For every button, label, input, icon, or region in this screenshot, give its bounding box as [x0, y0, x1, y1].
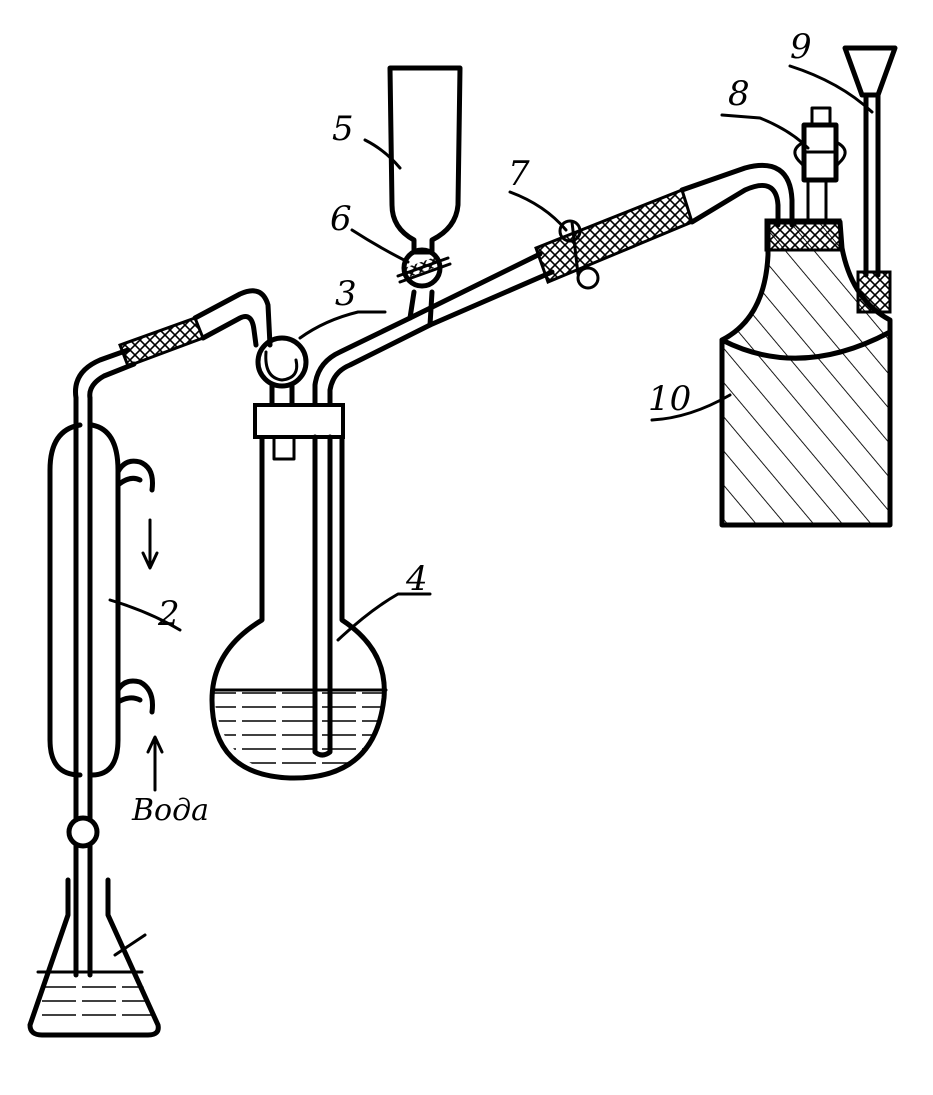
rubber-joint-right: [534, 188, 694, 290]
reaction-flask: [209, 403, 388, 781]
label-2: 2: [157, 594, 180, 634]
label-9: 9: [790, 27, 812, 67]
gas-generator: [719, 178, 893, 528]
label-10: 10: [648, 379, 691, 419]
stopcock: [793, 106, 847, 183]
receiving-flask: [27, 877, 161, 1038]
label-5: 5: [332, 109, 354, 149]
condenser: [47, 422, 164, 792]
dropping-funnel: [387, 65, 463, 289]
label-8: 8: [728, 74, 750, 114]
upper-left-tube: [192, 288, 273, 348]
label-3: 3: [335, 274, 357, 314]
label-6: 6: [330, 199, 352, 239]
gas-tube: [312, 251, 555, 413]
leader-lines: [108, 64, 874, 642]
water-label: Вода: [131, 793, 209, 828]
thistle-funnel: [842, 45, 898, 278]
tube-to-generator: [679, 162, 795, 228]
delivery-tube: [66, 347, 137, 978]
label-4: 4: [405, 559, 428, 599]
label-7: 7: [508, 154, 530, 194]
rubber-joint-left: [118, 316, 205, 368]
safety-trap: [255, 335, 309, 408]
